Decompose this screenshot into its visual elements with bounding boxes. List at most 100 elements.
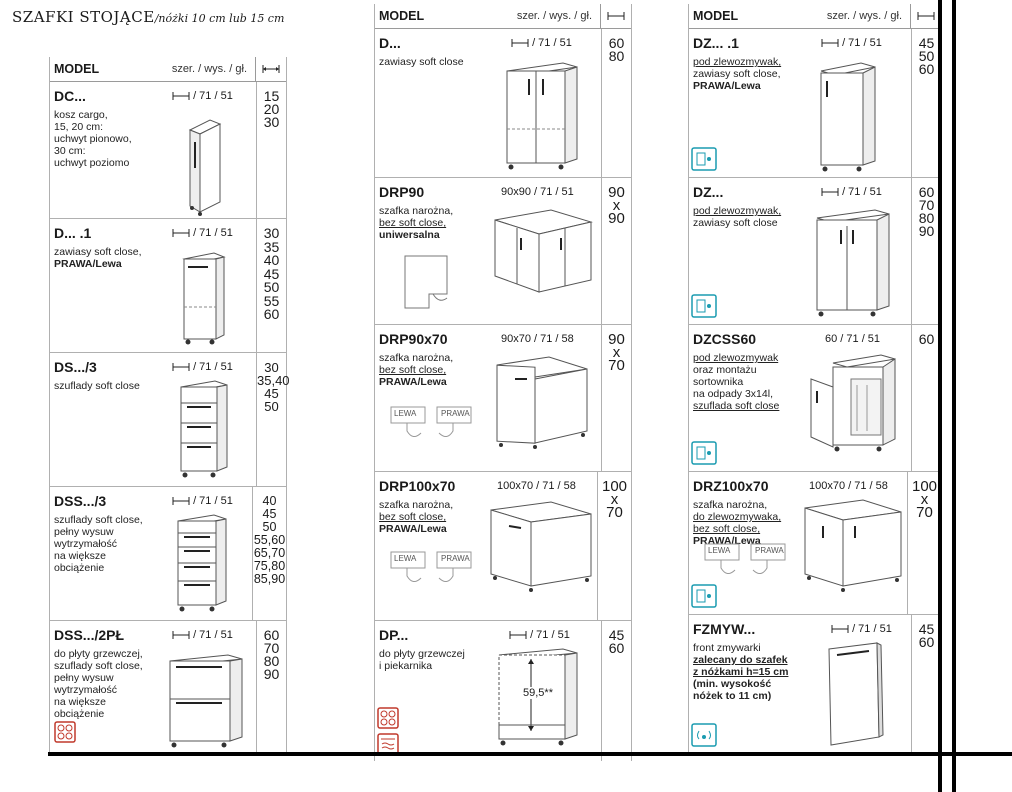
product-dims: 100x70 / 71 / 58 <box>497 480 576 492</box>
desc-line: 30 cm: <box>54 145 86 157</box>
desc-line: nóżek to 11 cm) <box>693 690 772 702</box>
width-value: 60 <box>918 184 935 200</box>
desc-line: wytrzymałość <box>54 684 118 696</box>
product-name: DP... <box>379 627 409 643</box>
desc-line: z nóżkami h=15 cm <box>693 666 789 678</box>
width-value: 45 <box>264 386 279 401</box>
product-desc: szafka narożna, bez soft close, PRAWA/Le… <box>379 499 453 535</box>
product-row-d: D... zawiasy soft close / 71 / 51 60 80 <box>375 29 631 178</box>
column-header: MODEL szer. / wys. / gł. <box>375 4 631 29</box>
desc-line: szafka narożna, <box>379 499 454 511</box>
sink-cabinet-drawing <box>820 62 876 172</box>
width-value: 55,60 <box>253 533 286 547</box>
width-icon <box>910 4 941 28</box>
width-value: 35 <box>263 238 280 255</box>
product-row-dss3: DSS.../3 szuflady soft close, pełny wysu… <box>50 487 286 621</box>
width-value: 60 <box>263 627 280 643</box>
dims-text: / 71 / 51 <box>842 37 882 49</box>
product-row-drz100x70: DRZ100x70 szafka narożna, do zlewozmywak… <box>689 472 941 615</box>
width-arrows-icon <box>821 39 839 48</box>
product-dims: / 71 / 51 <box>511 37 572 49</box>
desc-line: bez soft close, <box>379 217 447 229</box>
desc-line: uchwyt pionowo, <box>54 133 132 145</box>
product-widths: 30 35,40 45 50 <box>256 353 290 486</box>
column-header: MODEL szer. / wys. / gł. <box>50 57 286 82</box>
product-name: D... <box>379 35 401 51</box>
width-value: 100 <box>911 478 938 495</box>
width-value: 60 <box>918 634 935 650</box>
desc-line: do płyty grzewczej, <box>54 648 143 660</box>
hob-icon <box>377 707 399 729</box>
dims-text: / 71 / 51 <box>193 629 233 641</box>
product-desc: pod zlewozmywak, zawiasy soft close, PRA… <box>693 56 781 92</box>
width-value: 90 <box>918 223 935 239</box>
product-name: DC... <box>54 88 86 104</box>
desc-line: uniwersalna <box>379 229 440 241</box>
desc-line: obciążenie <box>54 708 105 720</box>
dims-text: / 71 / 51 <box>530 629 570 641</box>
width-value: 70 <box>263 640 280 656</box>
width-value: 80 <box>263 653 280 669</box>
desc-line: zalecany do szafek <box>693 654 788 666</box>
product-row-fzmyw: FZMYW... front zmywarki zalecany do szaf… <box>689 615 941 753</box>
product-desc: szafka narożna, bez soft close, PRAWA/Le… <box>379 352 453 388</box>
header-dims: szer. / wys. / gł. <box>826 10 902 22</box>
dims-text: / 71 / 51 <box>842 186 882 198</box>
desc-line: (min. wysokość <box>693 678 772 690</box>
label-prawa: PRAWA <box>441 409 470 418</box>
width-value: 50 <box>264 399 279 414</box>
desc-line: szafka narożna, <box>379 352 454 364</box>
desc-line: obciążenie <box>54 562 105 574</box>
width-arrows-icon <box>821 188 839 197</box>
column-header: MODEL szer. / wys. / gł. <box>689 4 941 29</box>
desc-line: wytrzymałość <box>54 538 118 550</box>
product-name: DSS.../3 <box>54 493 107 509</box>
single-door-cabinet-drawing <box>182 252 226 345</box>
corner-cabinet-drawing <box>496 356 588 449</box>
width-value: 70 <box>606 504 623 521</box>
product-widths: 45 50 60 <box>911 29 941 177</box>
product-name: DRP90 <box>379 184 425 200</box>
width-value: 55 <box>263 292 280 309</box>
width-value: 60 <box>918 331 935 347</box>
inner-height-label: 59,5** <box>523 687 553 699</box>
header-model: MODEL <box>693 9 739 23</box>
desc-line: na odpady 3x14l, <box>693 388 773 400</box>
desc-line: pod zlewozmywak, <box>693 205 782 217</box>
page-title: SZAFKI STOJĄCE/nóżki 10 cm lub 15 cm <box>12 8 284 26</box>
product-desc: pod zlewozmywak oraz montażu sortownika … <box>693 352 779 412</box>
product-dims: / 71 / 51 <box>831 623 892 635</box>
product-desc: szuflady soft close, pełny wysuw wytrzym… <box>54 514 143 574</box>
product-name: DRP90x70 <box>379 331 448 347</box>
dims-text: / 71 / 51 <box>193 227 233 239</box>
product-row-dz: DZ... pod zlewozmywak, zawiasy soft clos… <box>689 178 941 325</box>
width-arrows-icon <box>831 625 849 634</box>
orientation-labels: LEWA PRAWA <box>389 405 475 449</box>
product-name: DS.../3 <box>54 359 97 375</box>
desc-line: i piekarnika <box>379 660 433 672</box>
product-desc: szafka narożna, bez soft close, uniwersa… <box>379 205 453 241</box>
product-dims: 90x70 / 71 / 58 <box>501 333 574 345</box>
product-row-dc: DC... kosz cargo, 15, 20 cm: uchwyt pion… <box>50 82 286 219</box>
width-value: 80 <box>608 48 625 64</box>
cargo-cabinet-drawing <box>188 119 222 216</box>
product-widths: 30 35 40 45 50 55 60 <box>256 219 286 352</box>
width-value: x <box>610 491 619 508</box>
product-widths: 100 x 70 <box>907 472 941 614</box>
sink-icon <box>691 584 717 608</box>
width-value: 45 <box>608 627 625 643</box>
desc-line: uchwyt poziomo <box>54 157 130 169</box>
desc-line: szafka narożna, <box>693 499 768 511</box>
product-widths: 45 60 <box>911 615 941 753</box>
header-model: MODEL <box>379 9 425 23</box>
width-arrows-icon <box>172 497 190 506</box>
label-lewa: LEWA <box>708 546 731 555</box>
product-name: DRZ100x70 <box>693 478 769 494</box>
width-value: 45 <box>262 507 277 521</box>
product-dims: / 71 / 51 <box>821 186 882 198</box>
product-row-ds3: DS.../3 szuflady soft close / 71 / 51 30… <box>50 353 290 487</box>
three-drawer-cabinet-drawing <box>180 380 228 478</box>
product-dims: / 71 / 51 <box>172 629 233 641</box>
dishwasher-icon <box>691 723 717 747</box>
desc-line: szuflady soft close <box>54 380 140 392</box>
